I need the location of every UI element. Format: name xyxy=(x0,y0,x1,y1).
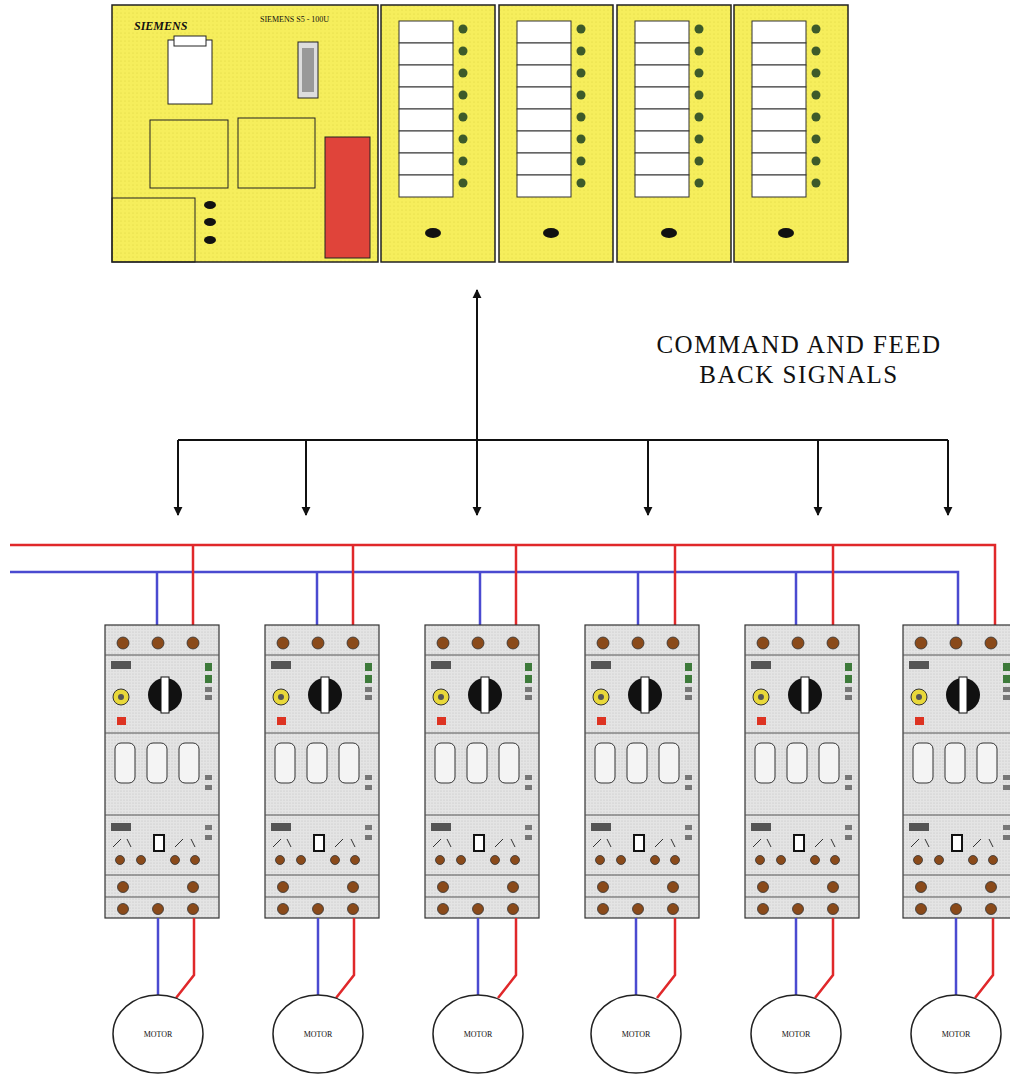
plc-cpu-module: SIEMENS SIEMENS S5 - 100U xyxy=(112,5,378,262)
motor-label: MOTOR xyxy=(942,1030,971,1039)
motor-circle: MOTOR xyxy=(272,994,364,1074)
brand-label: SIEMENS xyxy=(134,19,187,34)
motor-circle: MOTOR xyxy=(432,994,524,1074)
motor-circle: MOTOR xyxy=(590,994,682,1074)
signal-label: COMMAND AND FEED BACK SIGNALS xyxy=(618,330,980,390)
motor-label: MOTOR xyxy=(304,1030,333,1039)
motor-label: MOTOR xyxy=(144,1030,173,1039)
motor-label: MOTOR xyxy=(464,1030,493,1039)
motor-circle: MOTOR xyxy=(750,994,842,1074)
motor-label: MOTOR xyxy=(622,1030,651,1039)
motor-circle: MOTOR xyxy=(112,994,204,1074)
model-label: SIEMENS S5 - 100U xyxy=(260,15,329,24)
motor-circle: MOTOR xyxy=(910,994,1002,1074)
motor-label: MOTOR xyxy=(782,1030,811,1039)
